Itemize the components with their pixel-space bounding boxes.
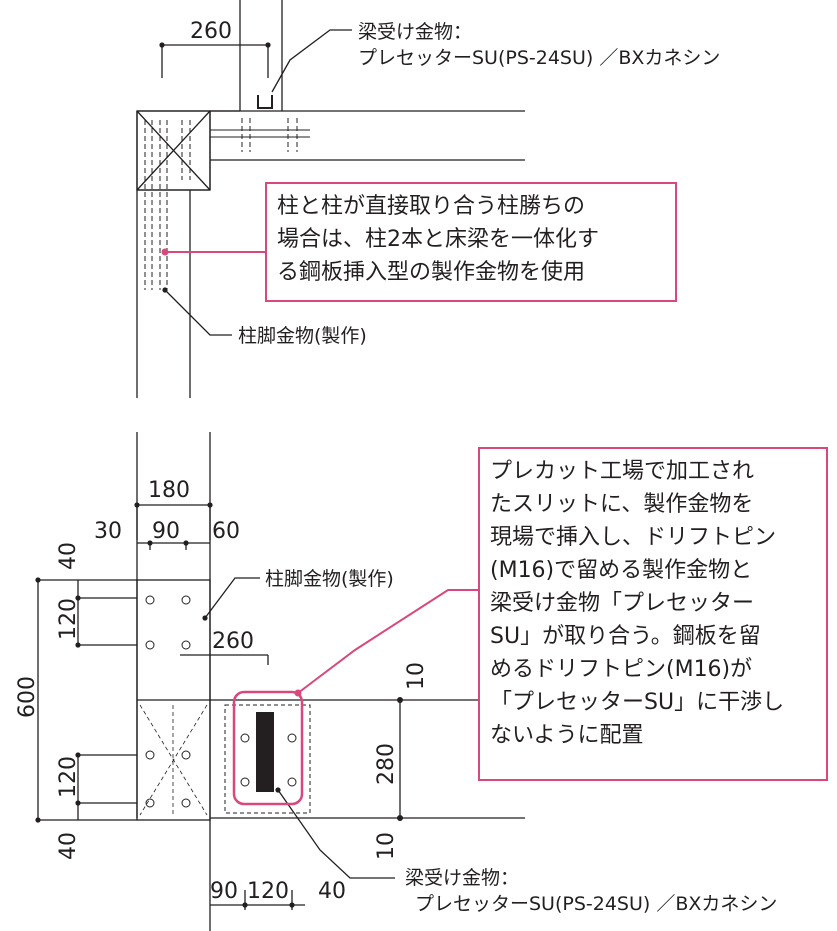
dim-40-bottom: 40 [56, 832, 81, 860]
note-top-line: る鋼板挿入型の製作金物を使用 [277, 260, 586, 285]
base-label-bottom: 柱脚金物(製作) [265, 568, 394, 590]
hanger-label-top-2: プレセッターSU(PS-24SU) ／BXカネシン [358, 47, 720, 69]
dim-40-top: 40 [56, 542, 81, 570]
dim-10-bottom: 10 [374, 832, 399, 860]
note-bottom-line: 梁受け金物「プレセッター [490, 591, 755, 616]
dim-10-top: 10 [404, 662, 429, 690]
bottom-column-detail [37, 432, 525, 931]
dim-30: 30 [94, 519, 122, 544]
note-top-line: 柱と柱が直接取り合う柱勝ちの [277, 194, 586, 219]
dim-60: 60 [212, 519, 240, 544]
note-bottom-line: 「プレセッターSU」に干渉し [490, 690, 785, 715]
note-bottom-line: 現場で挿入し、ドリフトピン [490, 525, 777, 550]
note-bottom-line: SU」が取り合う。鋼板を留 [490, 624, 761, 649]
note-top-line: 場合は、柱2本と床梁を一体化す [277, 227, 599, 252]
note-bottom-line: めるドリフトピン(M16)が [490, 657, 753, 682]
dim-90: 90 [152, 519, 180, 544]
dim-260-top: 260 [190, 19, 232, 44]
base-label-top: 柱脚金物(製作) [238, 325, 367, 347]
dim-260-bottom: 260 [212, 629, 254, 654]
note-bottom-line: ないように配置 [490, 723, 644, 748]
note-top: 柱と柱が直接取り合う柱勝ちの 場合は、柱2本と床梁を一体化す る鋼板挿入型の製作… [265, 182, 677, 302]
dim-280: 280 [374, 743, 399, 785]
note-bottom-line: プレカット工場で加工され [490, 459, 755, 484]
dim-120-b: 120 [247, 879, 289, 904]
dim-120-bottom: 120 [56, 756, 81, 798]
top-column-detail [136, 0, 525, 398]
dim-600: 600 [15, 676, 40, 718]
hanger-label-bottom-2: プレセッターSU(PS-24SU) ／BXカネシン [415, 893, 777, 915]
dim-120-top: 120 [56, 598, 81, 640]
note-bottom-line: (M16)で留める製作金物と [490, 558, 753, 583]
dim-40-b: 40 [318, 879, 346, 904]
note-bottom: プレカット工場で加工され たスリットに、製作金物を 現場で挿入し、ドリフトピン … [478, 447, 828, 781]
dim-90-b: 90 [210, 879, 238, 904]
hanger-label-bottom-1: 梁受け金物： [405, 867, 519, 889]
dim-180: 180 [148, 478, 190, 503]
hanger-label-top-1: 梁受け金物： [358, 21, 472, 43]
note-bottom-line: たスリットに、製作金物を [490, 492, 754, 517]
